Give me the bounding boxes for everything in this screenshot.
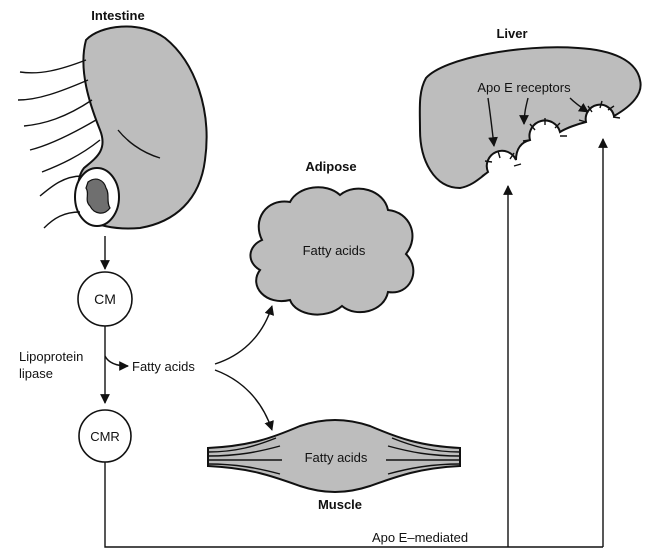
adipose-fatty-acids-label: Fatty acids bbox=[303, 243, 366, 258]
apo-e-receptors-label: Apo E receptors bbox=[477, 80, 571, 95]
adipose-label: Adipose bbox=[305, 159, 356, 174]
arrow-fatty-acids-to-muscle bbox=[215, 370, 272, 430]
cmr-node: CMR bbox=[79, 410, 131, 462]
liver-organ bbox=[420, 47, 641, 188]
liver-label: Liver bbox=[496, 26, 527, 41]
lipoprotein-lipase-label-line2: lipase bbox=[19, 366, 53, 381]
released-fatty-acids-label: Fatty acids bbox=[132, 359, 195, 374]
arrow-lipolysis-to-fatty-acids bbox=[105, 356, 128, 366]
intestine-label: Intestine bbox=[91, 8, 144, 23]
apo-e-mediated-label: Apo E–mediated bbox=[372, 530, 468, 545]
muscle-fatty-acids-label: Fatty acids bbox=[305, 450, 368, 465]
intestine-organ bbox=[18, 26, 207, 228]
cmr-label: CMR bbox=[90, 429, 120, 444]
cm-label: CM bbox=[94, 291, 116, 307]
lipoprotein-lipase-label-line1: Lipoprotein bbox=[19, 349, 83, 364]
cm-node: CM bbox=[78, 272, 132, 326]
arrow-fatty-acids-to-adipose bbox=[215, 306, 272, 364]
muscle-label: Muscle bbox=[318, 497, 362, 512]
